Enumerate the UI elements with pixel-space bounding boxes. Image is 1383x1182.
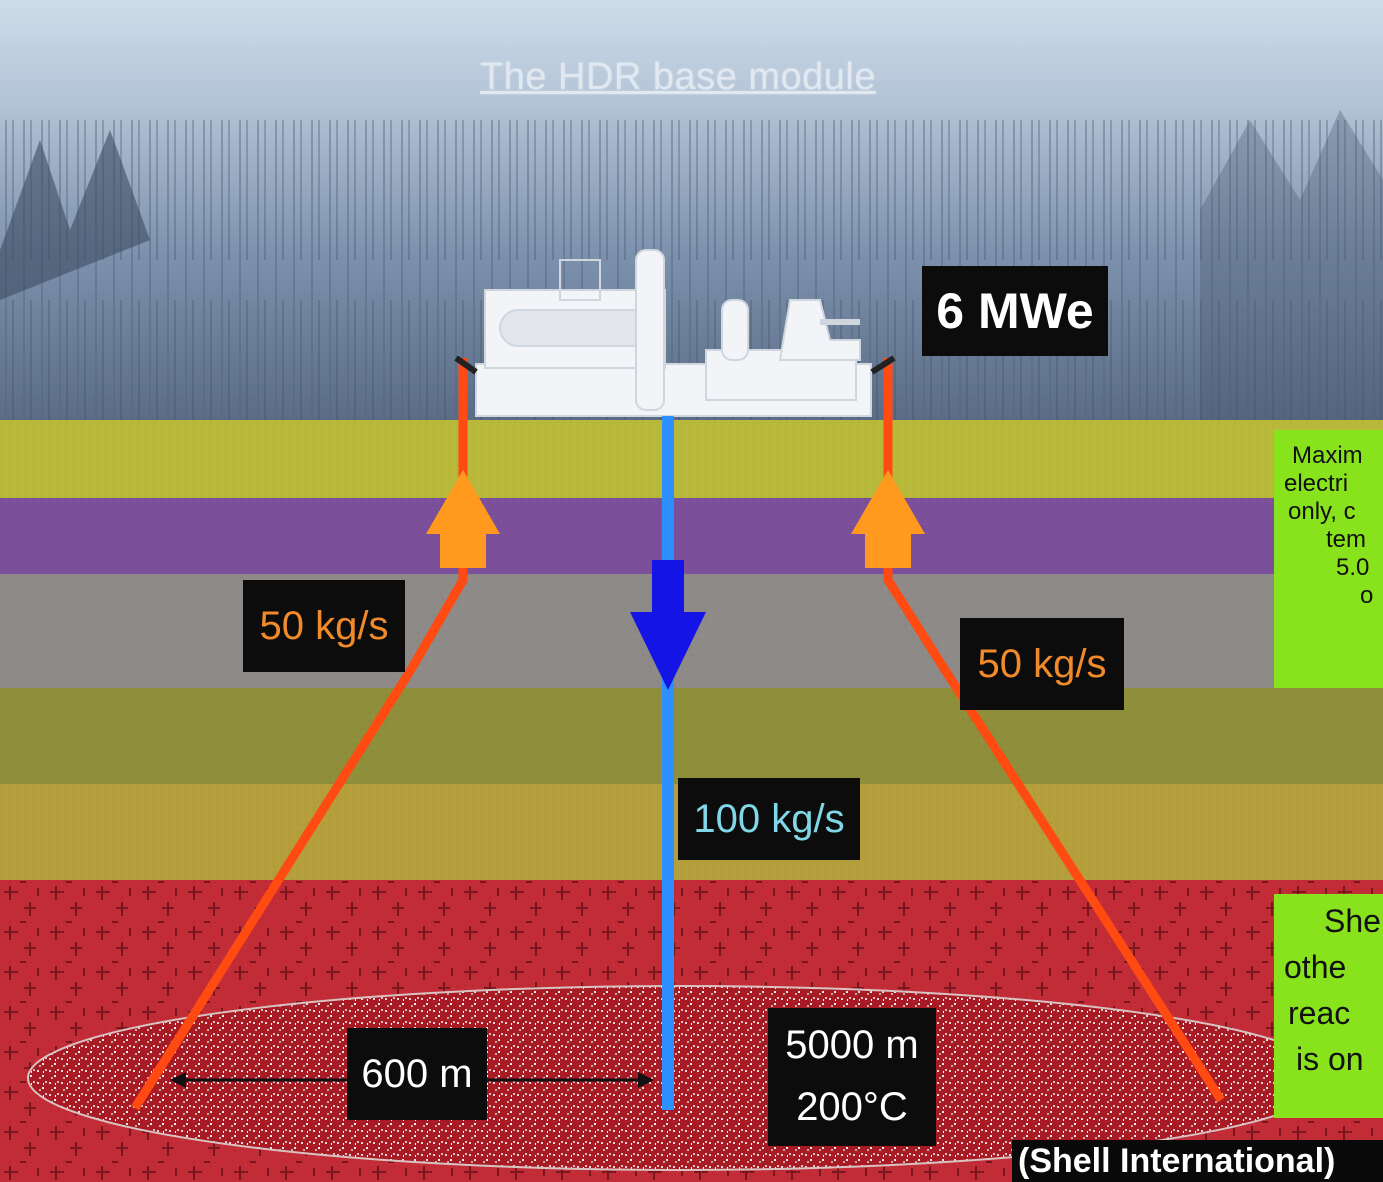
note-line: tem <box>1326 526 1367 553</box>
production-well-left <box>131 358 468 1111</box>
flow-rate-center-label: 100 kg/s <box>678 778 860 860</box>
down-arrow <box>630 560 706 690</box>
credit-label: (Shell International) <box>1012 1140 1383 1182</box>
up-arrow-left <box>426 470 500 568</box>
power-plant <box>475 249 872 417</box>
wellhead-right <box>870 355 896 375</box>
note-box-shell: She othe reac is on <box>1274 894 1383 1118</box>
temperature-value: 200°C <box>796 1085 908 1129</box>
note-box-electricity: Maxim electri only, c tem 5.0 o <box>1274 430 1383 688</box>
wellhead-left <box>454 355 478 375</box>
flow-rate-right-label: 50 kg/s <box>960 618 1124 710</box>
well-distance-label: 600 m <box>347 1028 487 1120</box>
depth-value: 5000 m <box>785 1023 919 1067</box>
note-line: only, c <box>1288 498 1356 525</box>
forest-right <box>1200 110 1383 420</box>
note-line: reac <box>1288 995 1351 1031</box>
power-output-label: 6 MWe <box>922 266 1108 356</box>
note-line: 5.0 <box>1336 554 1370 581</box>
diagram-title: The HDR base module <box>480 56 877 98</box>
conifer-trees <box>0 130 150 300</box>
up-arrow-right <box>851 470 925 568</box>
production-well-right <box>883 358 1225 1103</box>
flow-rate-left-label: 50 kg/s <box>243 580 405 672</box>
note-line: is on <box>1296 1041 1364 1077</box>
note-line: Maxim <box>1292 442 1363 469</box>
depth-temperature-label: 5000 m 200°C <box>768 1008 936 1146</box>
note-line: o <box>1360 582 1374 609</box>
note-line: She <box>1324 903 1381 939</box>
distance-arrow-left-head <box>170 1072 186 1088</box>
note-line: electri <box>1284 470 1349 497</box>
note-line: othe <box>1284 949 1347 985</box>
distance-arrow-right-head <box>638 1072 654 1088</box>
